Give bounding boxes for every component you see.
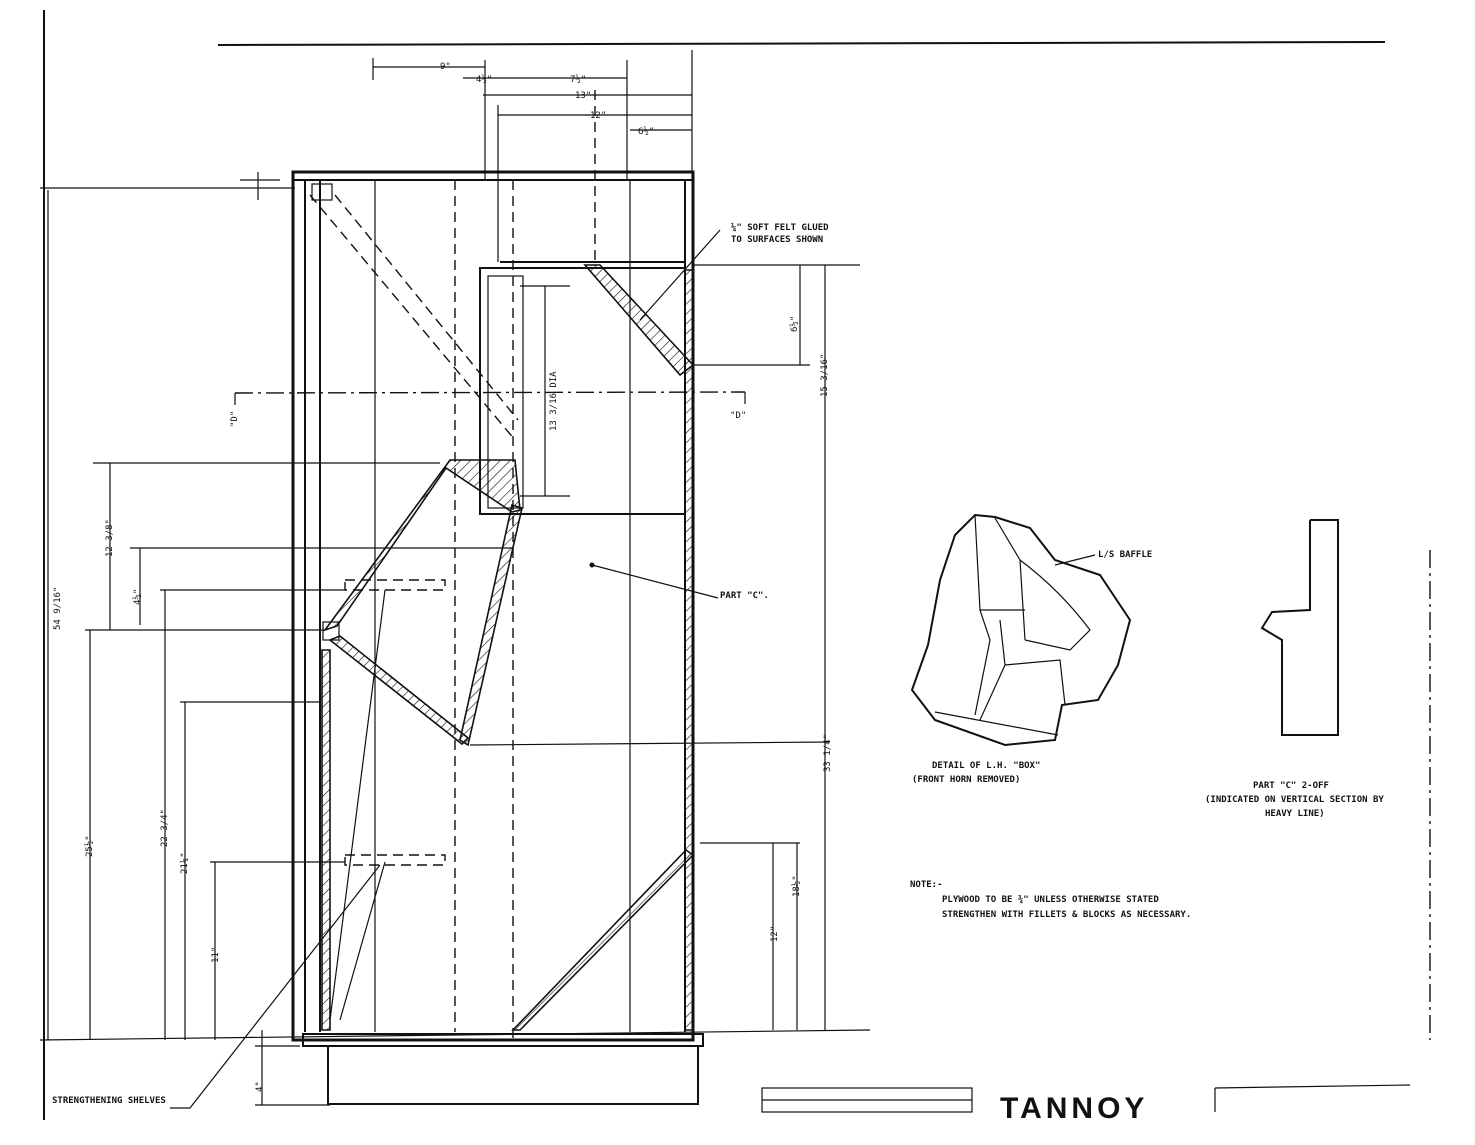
title-block: TANNOY [761,1084,1411,1125]
part-c-title: PART "C" 2-OFF [1253,781,1329,791]
shelves-label: STRENGTHENING SHELVES [52,1096,166,1106]
dim-top-4: 13" [575,91,591,101]
part-c-sub1: (INDICATED ON VERTICAL SECTION BY [1205,795,1384,805]
dim-left-3: 4½" [132,589,143,605]
horn-panel [321,269,695,1031]
callouts: ¼" SOFT FELT GLUED TO SURFACES SHOWN PAR… [52,223,829,1106]
left-dimensions: 54 9/16" 12 3/8" 4½" 25½" 22 3/4" 21¼" 1… [47,190,513,1106]
felt-note-line1: ¼" SOFT FELT GLUED [731,223,829,233]
dim-left-1: 54 9/16" [53,587,63,630]
dim-right-4: 18½" [791,875,802,897]
dim-top-3: 7½" [570,74,586,85]
dim-top-2: 4½" [476,74,492,85]
strengthening-shelves [170,579,446,1109]
dim-inner-dia: 13 3/16 DIA [549,371,559,431]
dim-left-5: 22 3/4" [160,809,170,847]
dim-top-5: 12" [590,111,606,121]
right-dimensions: 6½" 15 3/16" 33 1/4" 18½" 12" 13 3/16 DI… [469,264,860,1030]
section-line-d: "D" "D" [230,391,746,427]
felt-note-line2: TO SURFACES SHOWN [731,235,823,245]
detail-subtitle: (FRONT HORN REMOVED) [912,775,1020,785]
dim-left-6: 21¼" [180,852,190,874]
dim-top-6: 6½" [638,126,654,137]
detail-title: DETAIL OF L.H. "BOX" [932,761,1040,771]
note-line-2: STRENGTHEN WITH FILLETS & BLOCKS AS NECE… [942,910,1191,920]
dim-right-3: 33 1/4" [823,734,833,772]
cabinet-outline [291,90,704,1105]
dim-left-8: 4" [255,1081,265,1092]
inner-dashed-panel [309,183,519,441]
dim-right-2: 15 3/16" [820,354,830,397]
general-notes: NOTE:- PLYWOOD TO BE ¾" UNLESS OTHERWISE… [910,880,1191,920]
part-c-profile: PART "C" 2-OFF (INDICATED ON VERTICAL SE… [1205,519,1384,819]
brand-text: TANNOY [1000,1092,1148,1125]
dim-top-1: 9" [440,62,451,72]
sheet-border [39,10,1431,1120]
dim-right-5: 12" [770,926,780,942]
note-heading: NOTE:- [910,880,943,890]
top-dimensions: 9" 4½" 7½" 13" 12" 6½" [240,50,693,262]
dim-right-1: 6½" [789,316,800,332]
baffle-label: L/S BAFFLE [1098,550,1152,560]
dim-left-2: 12 3/8" [105,519,115,557]
detail-lh-box: L/S BAFFLE DETAIL OF L.H. "BOX" (FRONT H… [910,513,1152,785]
section-label-right: "D" [730,411,746,421]
section-label-left: "D" [230,411,240,427]
note-line-1: PLYWOOD TO BE ¾" UNLESS OTHERWISE STATED [942,895,1159,905]
dim-left-7: 11" [211,947,221,963]
part-c-label: PART "C". [720,591,769,601]
dim-left-4: 25½" [84,835,95,857]
part-c-sub2: HEAVY LINE) [1265,809,1325,819]
